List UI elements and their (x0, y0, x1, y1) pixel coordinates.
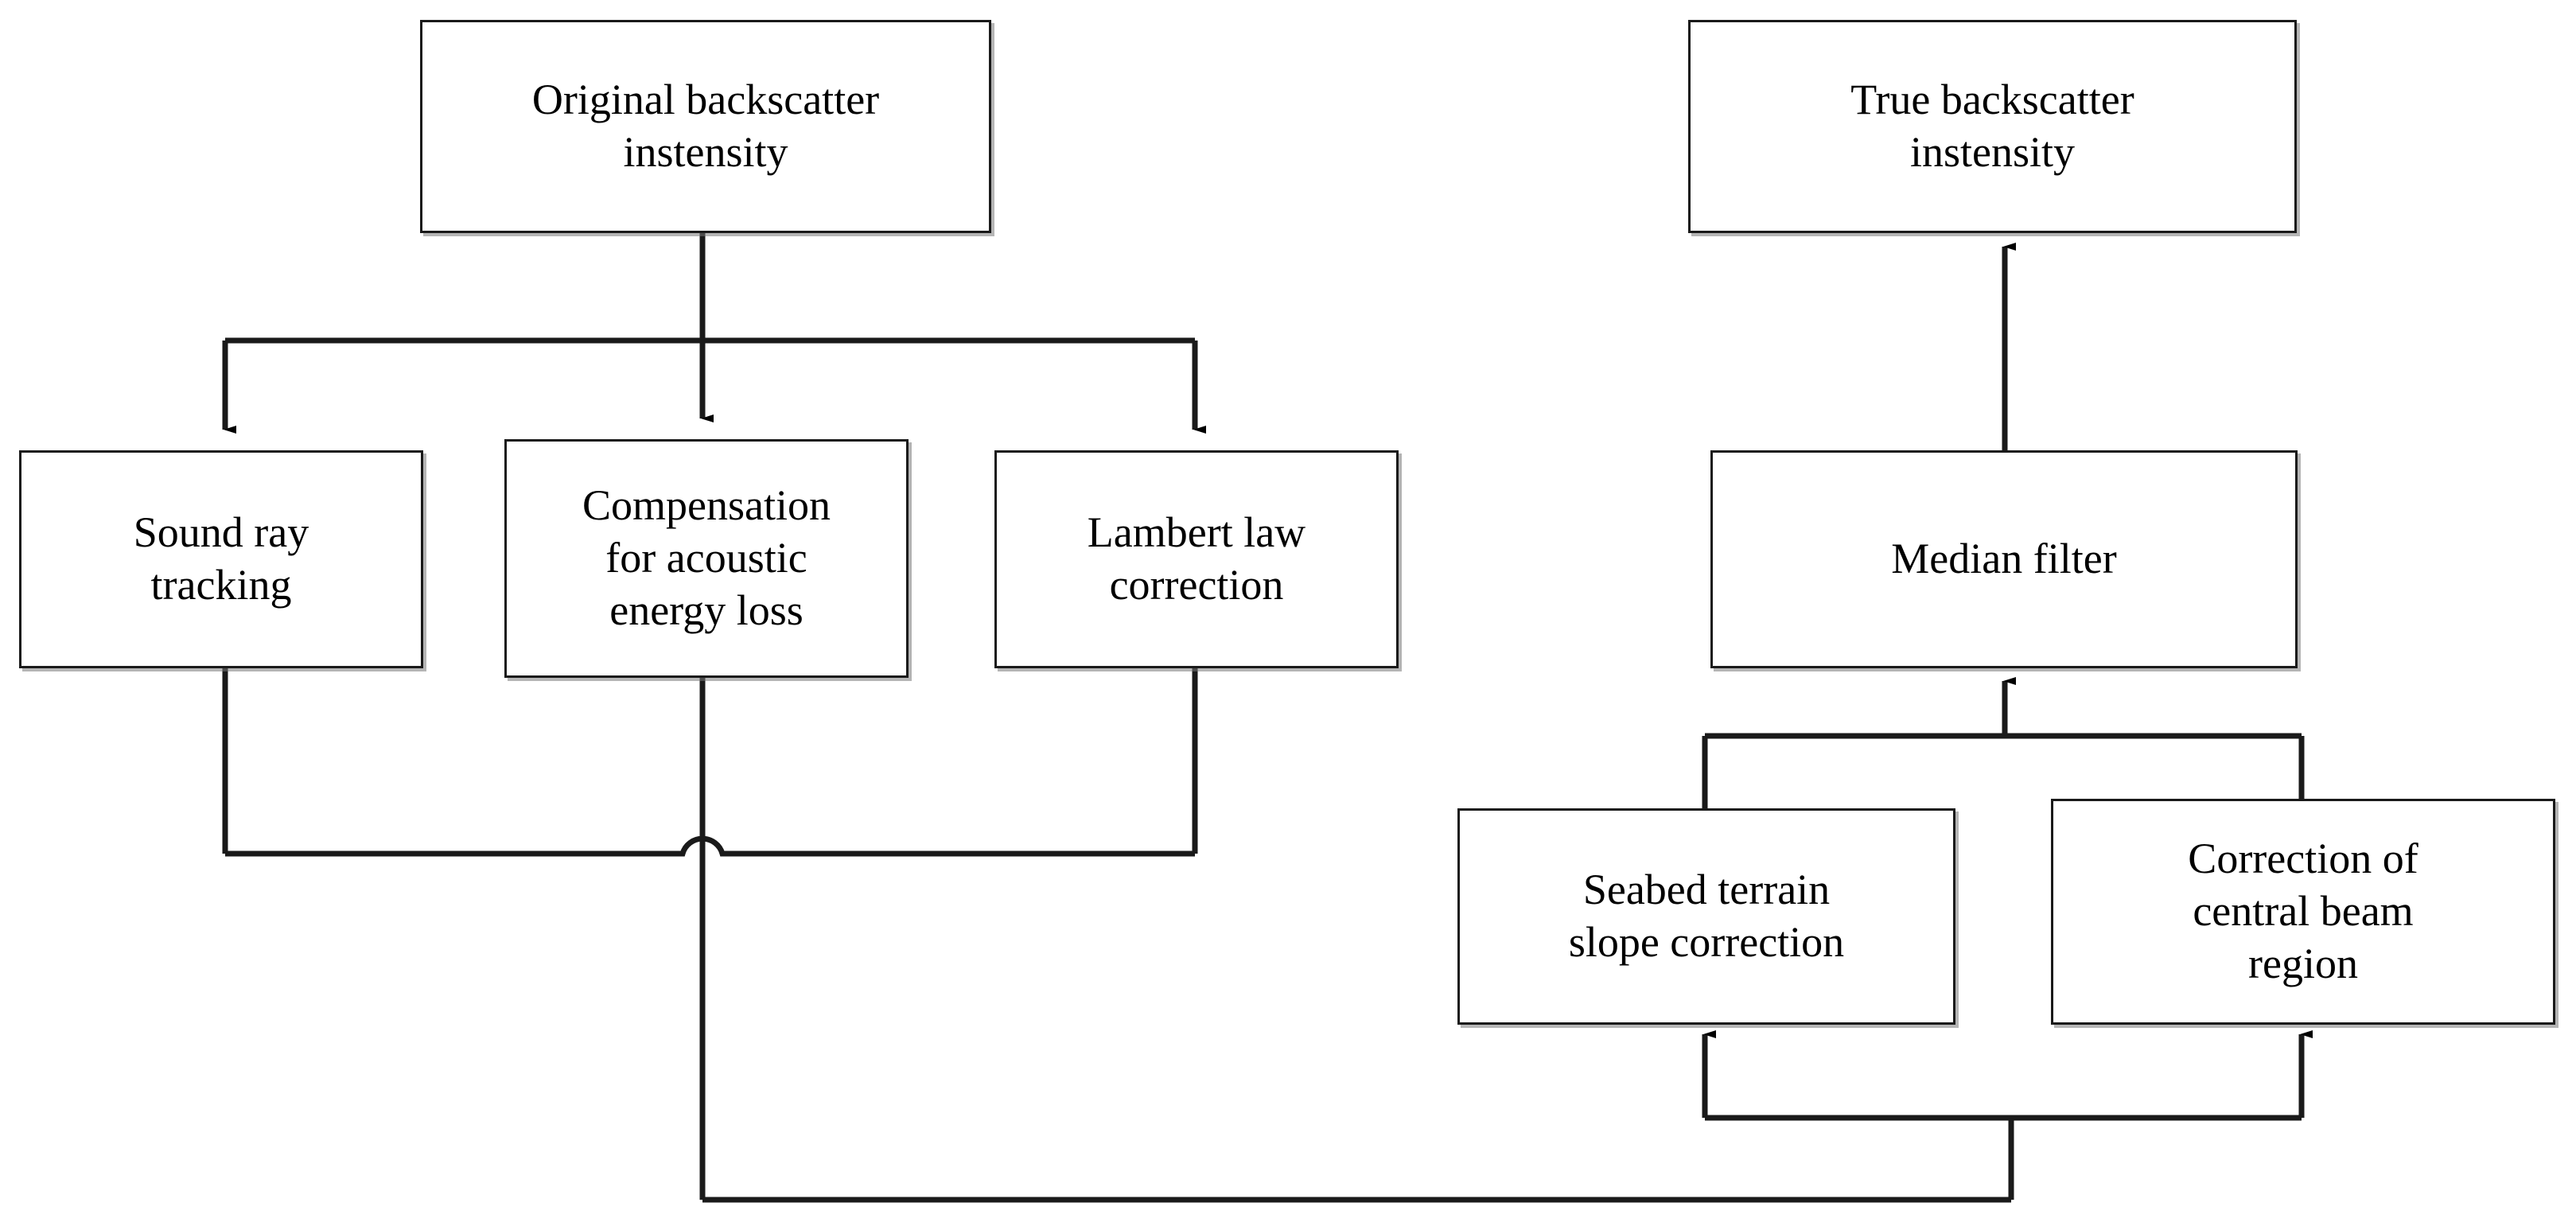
node-label-median-filter: Median filter (1891, 535, 2117, 583)
edge-lower-left-collector-bus (225, 835, 1195, 857)
node-label-original-backscatter-instensity: Original backscatter instensity (531, 76, 880, 176)
node-label-correction-of-central-beam-region: Correction of central beam region (2188, 835, 2418, 987)
node-true-backscatter-instensity[interactable]: True backscatter instensity (1688, 20, 2297, 233)
node-label-lambert-law-correction: Lambert law correction (1087, 508, 1306, 609)
node-label-true-backscatter-instensity: True backscatter instensity (1850, 76, 2134, 176)
node-sound-ray-tracking[interactable]: Sound ray tracking (19, 450, 423, 668)
node-label-compensation-for-acoustic-energy-loss: Compensation for acoustic energy loss (582, 481, 831, 634)
node-original-backscatter-instensity[interactable]: Original backscatter instensity (420, 20, 991, 233)
node-compensation-for-acoustic-energy-loss[interactable]: Compensation for acoustic energy loss (504, 439, 909, 678)
node-seabed-terrain-slope-correction[interactable]: Seabed terrain slope correction (1457, 808, 1955, 1025)
node-label-sound-ray-tracking: Sound ray tracking (133, 508, 309, 609)
node-median-filter[interactable]: Median filter (1710, 450, 2298, 668)
node-correction-of-central-beam-region[interactable]: Correction of central beam region (2051, 799, 2555, 1025)
node-lambert-law-correction[interactable]: Lambert law correction (994, 450, 1399, 668)
node-label-seabed-terrain-slope-correction: Seabed terrain slope correction (1568, 866, 1845, 966)
